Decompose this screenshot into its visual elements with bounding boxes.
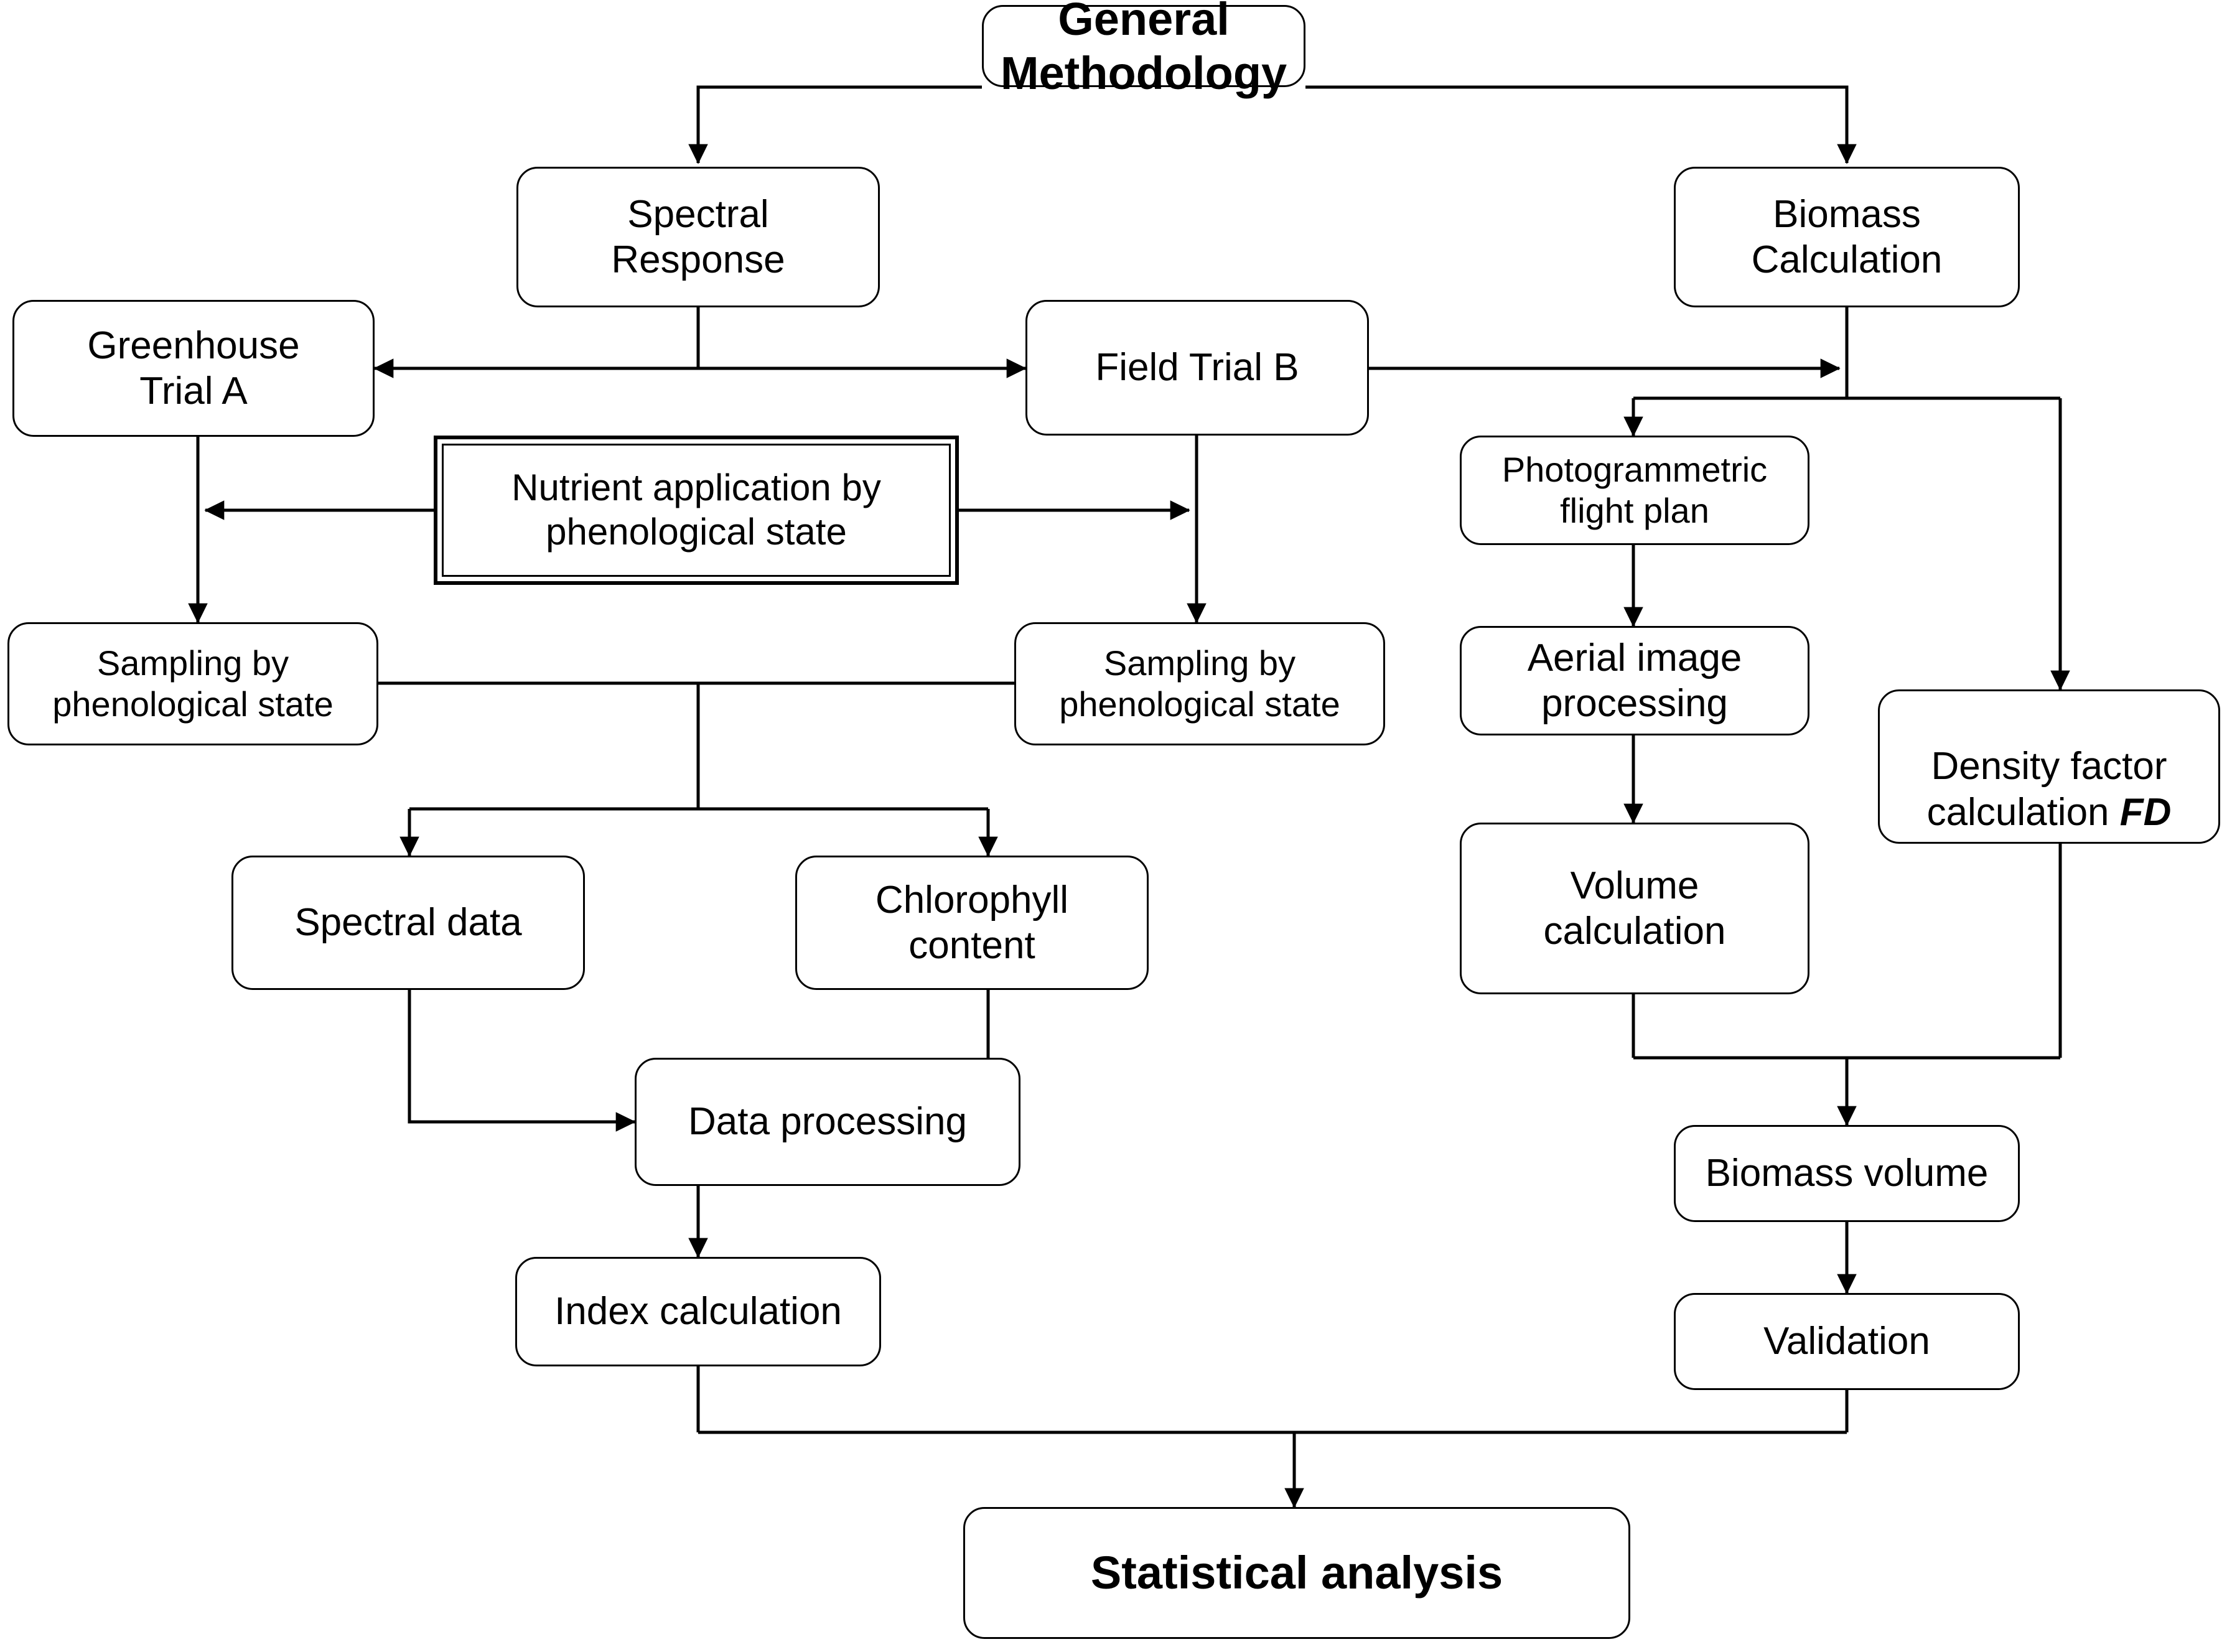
node-data-processing[interactable]: Data processing [635, 1058, 1020, 1186]
node-index-calculation[interactable]: Index calculation [515, 1257, 881, 1366]
node-data-processing-label: Data processing [688, 1100, 968, 1144]
node-validation[interactable]: Validation [1674, 1293, 2020, 1390]
node-aerial-image-processing-label: Aerial image processing [1527, 636, 1742, 725]
node-greenhouse-trial-a[interactable]: Greenhouse Trial A [12, 300, 375, 437]
node-validation-label: Validation [1763, 1320, 1930, 1363]
node-sampling-right-label: Sampling by phenological state [1059, 643, 1340, 724]
node-spectral-response-label: Spectral Response [611, 192, 785, 281]
node-statistical-analysis[interactable]: Statistical analysis [963, 1507, 1630, 1639]
node-field-trial-b[interactable]: Field Trial B [1025, 300, 1369, 436]
node-chlorophyll-content-label: Chlorophyll content [875, 878, 1069, 967]
node-spectral-data-label: Spectral data [294, 901, 522, 945]
node-sampling-left[interactable]: Sampling by phenological state [7, 622, 378, 745]
node-sampling-right[interactable]: Sampling by phenological state [1014, 622, 1385, 745]
edge-gm-to-biomass-calculation [1305, 85, 1857, 164]
node-density-factor-calculation[interactable]: Density factor calculation FD [1878, 689, 2220, 844]
node-photogrammetric-flight-plan[interactable]: Photogrammetric flight plan [1460, 436, 1809, 545]
node-density-factor-emphasis: FD [2119, 790, 2172, 834]
node-greenhouse-trial-a-label: Greenhouse Trial A [87, 324, 300, 413]
node-volume-calculation-label: Volume calculation [1543, 864, 1726, 953]
node-index-calculation-label: Index calculation [554, 1290, 842, 1333]
node-nutrient-application[interactable]: Nutrient application by phenological sta… [434, 436, 959, 585]
node-chlorophyll-content[interactable]: Chlorophyll content [795, 856, 1149, 990]
node-aerial-image-processing[interactable]: Aerial image processing [1460, 626, 1809, 735]
node-photogrammetric-flight-plan-label: Photogrammetric flight plan [1501, 449, 1768, 530]
node-biomass-volume-label: Biomass volume [1705, 1152, 1989, 1195]
node-statistical-analysis-label: Statistical analysis [1090, 1547, 1503, 1599]
node-spectral-data[interactable]: Spectral data [231, 856, 585, 990]
node-general-methodology-label: General Methodology [1000, 0, 1287, 99]
node-density-factor-label: Density factor calculation [1926, 745, 2167, 834]
node-biomass-calculation[interactable]: Biomass Calculation [1674, 167, 2020, 307]
edge-gm-to-spectral-response [688, 85, 982, 164]
node-sampling-left-label: Sampling by phenological state [52, 643, 334, 724]
edge-spectral-data-to-data-processing [408, 989, 636, 1132]
node-nutrient-application-label: Nutrient application by phenological sta… [511, 467, 881, 553]
node-biomass-volume[interactable]: Biomass volume [1674, 1125, 2020, 1222]
node-biomass-calculation-label: Biomass Calculation [1751, 192, 1943, 281]
node-density-factor-text: Density factor calculation FD [1927, 698, 2172, 834]
node-field-trial-b-label: Field Trial B [1095, 346, 1299, 390]
node-general-methodology[interactable]: General Methodology [982, 0, 1305, 99]
node-spectral-response[interactable]: Spectral Response [516, 167, 880, 307]
node-volume-calculation[interactable]: Volume calculation [1460, 823, 1809, 994]
